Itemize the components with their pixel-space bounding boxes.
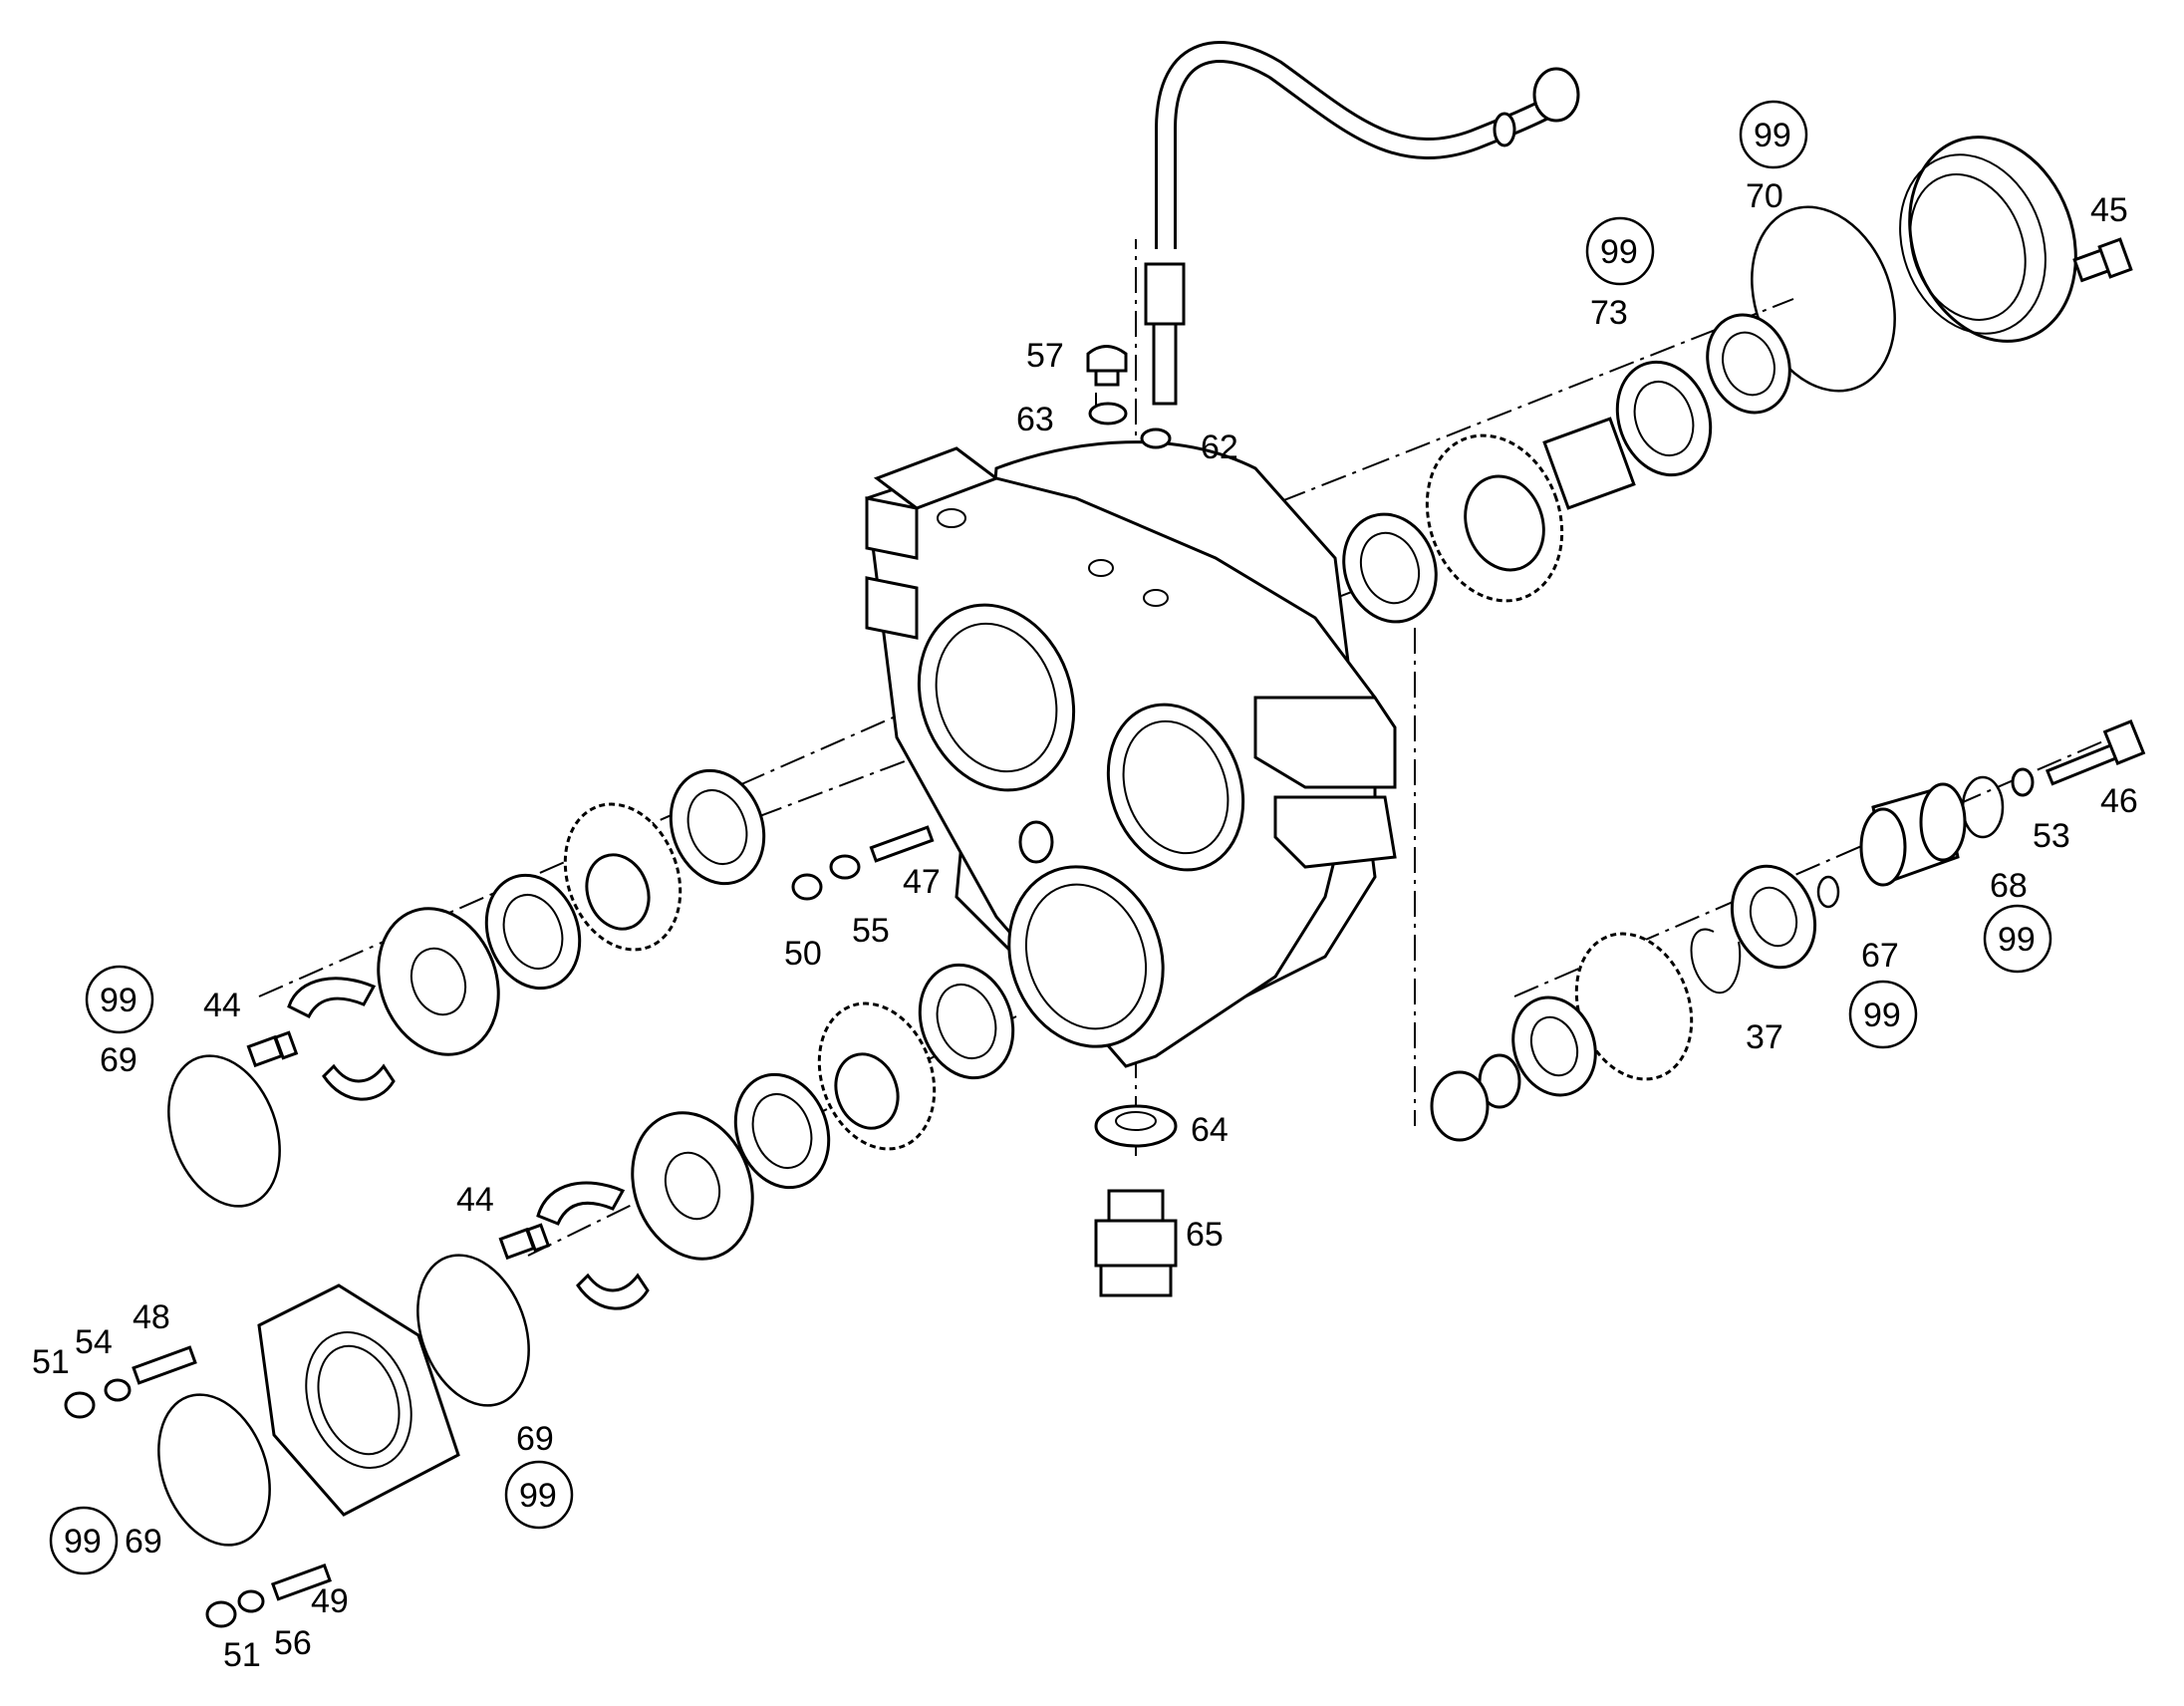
label-99-e: 99 [100,982,137,1019]
bearing-upper-outer [484,873,582,991]
ring-small [1816,875,1840,909]
o-ring-69-upper [167,1054,281,1208]
label-49: 49 [311,1582,349,1620]
o-ring-69-middle [416,1254,530,1407]
label-63: 63 [1016,401,1054,438]
label-99-b: 99 [1600,233,1638,271]
bolt-45 [2072,237,2133,283]
bearing-idler-inner [1511,995,1597,1097]
label-62: 62 [1201,428,1238,466]
retainer-plate-upper [377,907,500,1056]
label-46: 46 [2100,782,2138,820]
label-44-a: 44 [203,987,241,1024]
nut-50 [791,873,823,901]
label-99-f: 99 [519,1477,557,1515]
nut-51-lower [205,1600,237,1628]
stud-47 [869,825,935,863]
gear-upper-hub [585,853,651,931]
bearing-73 [1615,360,1713,477]
label-99-a: 99 [1754,117,1791,154]
washer-56 [237,1589,265,1613]
breather-65 [1094,1189,1178,1297]
bearing-lower-outer [733,1072,831,1190]
bearing-idler [1730,864,1817,970]
gear-lower-hub [834,1052,900,1130]
label-67: 67 [1861,937,1899,975]
bearing-upper-shaft [669,768,766,886]
label-50: 50 [784,935,822,973]
seal-ring-64 [1094,1104,1178,1148]
thrust-washer [1430,1070,1490,1142]
retainer-plate-lower [631,1111,754,1261]
washer-53 [2011,767,2035,797]
half-ring-lower-b [576,1273,650,1310]
gear-housing [865,440,1397,1068]
label-44-b: 44 [456,1181,494,1219]
stud-48 [132,1345,197,1385]
label-53: 53 [2033,817,2070,855]
output-shaft-gear [1425,417,1636,603]
stud-49 [270,1563,332,1601]
label-55: 55 [852,912,890,950]
label-69-c: 69 [125,1523,162,1561]
label-37: 37 [1746,1018,1783,1056]
washer-55 [829,854,861,880]
oil-hose [1144,41,1580,406]
screw-44-upper [246,1030,299,1068]
idler-shaft-67 [1859,782,1967,887]
o-ring-68 [1961,775,2005,839]
half-ring-upper-a [287,977,377,1019]
nut-51-upper [64,1391,96,1419]
label-45: 45 [2090,191,2128,229]
label-69-a: 69 [100,1041,137,1079]
label-65: 65 [1186,1216,1224,1254]
label-51-a: 51 [32,1343,70,1381]
washer-54 [104,1378,132,1402]
label-51-b: 51 [223,1636,261,1674]
top-plug-57 [1086,345,1128,387]
label-70: 70 [1746,177,1783,215]
label-68: 68 [1990,867,2028,905]
seal-upper [1706,313,1791,415]
label-69-b: 69 [516,1420,554,1458]
label-99-g: 99 [64,1523,102,1561]
label-99-d: 99 [1863,996,1901,1034]
part-labels: 57 63 62 99 70 45 99 73 46 53 68 99 67 9… [32,100,2138,1674]
screw-44-lower [498,1223,551,1261]
label-56: 56 [274,1624,312,1662]
bearing-lower-shaft [918,963,1015,1080]
half-ring-lower-a [536,1181,626,1226]
label-47: 47 [903,863,941,901]
washer-62 [1140,427,1172,449]
output-cover-45 [1899,136,2077,343]
half-ring-upper-b [322,1063,396,1101]
circlip-37 [1690,928,1742,995]
o-ring-69-lower [157,1393,271,1547]
flange-cover [257,1283,460,1517]
label-64: 64 [1191,1111,1228,1149]
bearing-upper-left [1342,512,1438,624]
label-54: 54 [75,1323,113,1361]
washer-63 [1088,402,1128,426]
bolt-46 [2045,719,2146,786]
label-57: 57 [1026,337,1064,375]
label-99-c: 99 [1998,921,2036,959]
label-48: 48 [133,1298,170,1336]
label-73: 73 [1590,294,1628,332]
